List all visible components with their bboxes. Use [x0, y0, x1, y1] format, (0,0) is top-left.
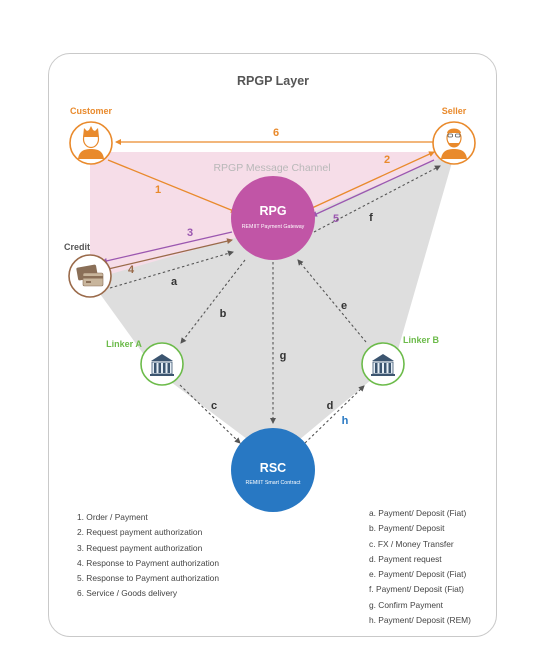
edge-label-6: 6 — [273, 127, 279, 139]
customer-node — [69, 121, 113, 165]
legend-item: 5. Response to Payment authorization — [77, 573, 219, 584]
legend-item: b. Payment/ Deposit — [369, 523, 445, 534]
legend-item: a. Payment/ Deposit (Fiat) — [369, 508, 467, 518]
settlement-area — [90, 152, 455, 460]
rsc-subtitle: REMIIT Smart Contract — [246, 480, 301, 486]
legend-lettered-steps: a. Payment/ Deposit (Fiat) b. Payment/ D… — [369, 506, 471, 628]
edge-b — [180, 259, 246, 344]
edge-label-1: 1 — [155, 184, 161, 196]
seller-node — [432, 121, 476, 165]
legend-item: c. FX / Money Transfer — [369, 538, 454, 549]
edge-label-e: e — [341, 300, 347, 312]
rpg-subtitle: REMIIT Payment Gateway — [242, 224, 305, 230]
linker-b-node — [361, 342, 405, 386]
legend-item: 1. Order / Payment — [77, 512, 148, 522]
edge-label-3: 3 — [187, 227, 193, 239]
legend-item: h. Payment/ Deposit (REM) — [369, 615, 471, 626]
linker-a-node — [140, 342, 184, 386]
edge-label-4: 4 — [128, 264, 135, 276]
edge-label-a: a — [171, 276, 178, 288]
edge-label-2: 2 — [384, 154, 390, 166]
rsc-title: RSC — [260, 461, 286, 475]
edge-label-c: c — [211, 400, 217, 412]
legend-item: e. Payment/ Deposit (Fiat) — [369, 569, 467, 580]
edge-2 — [311, 151, 435, 209]
bank-icon — [371, 354, 395, 376]
legend-item: 4. Response to Payment authorization — [77, 557, 219, 568]
legend-item: g. Confirm Payment — [369, 599, 444, 610]
seller-label: Seller — [442, 106, 467, 116]
edge-a — [109, 250, 234, 289]
edge-d — [304, 385, 365, 444]
legend-item: f. Payment/ Deposit (Fiat) — [369, 584, 464, 595]
rpg-node: RPG REMIIT Payment Gateway — [231, 176, 315, 260]
bearded-person-icon — [441, 128, 467, 159]
legend-item: 6. Service / Goods delivery — [77, 588, 178, 599]
legend-item: d. Payment request — [369, 553, 442, 564]
rsc-node: RSC REMIIT Smart Contract — [231, 428, 315, 512]
edge-label-b: b — [220, 308, 227, 320]
bank-icon — [150, 354, 174, 376]
edge-5 — [311, 159, 435, 217]
customer-label: Customer — [70, 106, 113, 116]
edge-4 — [103, 238, 233, 271]
linker-b-label: Linker B — [403, 335, 440, 345]
credit-cards-icon — [76, 264, 104, 287]
edge-f — [313, 165, 441, 233]
legend-numbered-steps: 1. Order / Payment 2. Request payment au… — [77, 510, 219, 602]
edge-label-5: 5 — [333, 213, 339, 225]
edge-1 — [107, 159, 237, 213]
legend-item: 3. Request payment authorization — [77, 542, 203, 553]
edge-label-d: d — [327, 400, 334, 412]
legend-item: 2. Request payment authorization — [77, 527, 203, 538]
edge-c — [179, 384, 241, 444]
diagram-title: RPGP Layer — [237, 74, 309, 88]
credit-node — [68, 254, 112, 298]
edge-label-g: g — [280, 350, 287, 362]
linker-a-label: Linker A — [106, 339, 142, 349]
credit-label: Credit — [64, 242, 90, 252]
rpg-title: RPG — [259, 204, 286, 218]
edge-3 — [101, 231, 233, 264]
edge-label-f: f — [369, 212, 373, 224]
edge-label-h: h — [342, 415, 349, 427]
message-channel-label: RPGP Message Channel — [213, 162, 330, 174]
person-icon — [78, 126, 104, 159]
